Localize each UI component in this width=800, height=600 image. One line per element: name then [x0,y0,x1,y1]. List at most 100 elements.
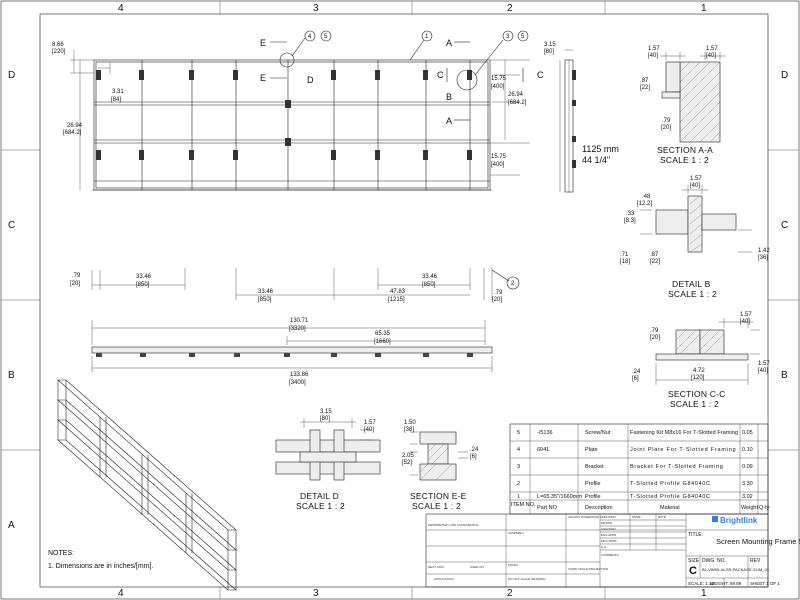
balloon-1: 1 [425,34,429,40]
cc-d5-mm: [120] [691,375,705,381]
cc-d2-mm: [20] [650,335,660,341]
bom-weight: 3.02 [742,494,753,500]
zone-3-bottom: 3 [313,588,319,599]
dim-span-4: 47.83 [390,289,406,295]
b-scale: SCALE 1 : 2 [668,289,717,299]
balloon-4: 4 [308,34,312,40]
bom-h-part: Part NO [537,505,558,511]
bom-item: 3 [517,464,520,470]
label-e-top: E [260,38,266,48]
cc-d3-mm: [40] [758,368,768,374]
ee-title: SECTION E-E [410,491,467,501]
label-e-bottom: E [260,73,266,83]
section-ee: 1.50 [38] 2.05 [52] .24 [6] SECTION E-E … [402,420,479,511]
bom-material: Joint Plate For T-Slotted Framing [630,447,736,453]
dim-span-2-mm: [850] [258,297,272,303]
drawing-title: Screen Mounting Frame 55' [716,537,800,546]
bom-item: 1 [517,494,520,500]
mfg-label: MFG APPR. [601,539,618,543]
rev-label: REV [750,558,761,564]
zone-2-bottom: 2 [507,588,513,599]
logo-text: Brightlink [720,516,758,525]
weight-value: WEIGHT: 69.89 [710,581,742,586]
zone-c-left: C [8,220,15,231]
bom-desc: Screw/Nut [585,430,611,436]
zone-3-top: 3 [313,3,319,14]
label-c-left: C [437,70,444,80]
b-d2: .48 [642,194,651,200]
bom-h-qty: Q-ty [759,505,770,511]
bom-material: Fastening Kit M8x16 For T-Slotted Framin… [630,430,738,436]
dim-bot-left: .79 [72,273,81,279]
bom-material: T-Slotted Profile G84040C [630,481,710,487]
ee-d1-mm: [38] [404,427,414,433]
section-cc: 1.57 [40] .79 [20] 1.57 [40] .24 [6] 4.7… [632,312,770,409]
zone-b-left: B [8,370,15,381]
top-total-b: 133.86 [290,372,309,378]
ee-scale: SCALE 1 : 2 [412,501,461,511]
cc-d5: 4.72 [693,368,705,374]
date-header: DATE [658,515,666,519]
dim-bot-right: .79 [494,290,503,296]
b-d5: .87 [650,252,659,258]
b-d2-mm: [12.2] [637,201,652,207]
ee-d1: 1.50 [404,420,416,426]
d-scale: SCALE 1 : 2 [296,501,345,511]
detail-d: 3.15 [80] 1.57 [40] DETAIL D SCALE 1 : 2 [275,409,381,511]
aa-d2-mm: [40] [706,53,716,59]
cc-d1-mm: [40] [740,319,750,325]
b-d5-mm: [22] [650,259,660,265]
bom-item: 4 [517,447,520,453]
aa-title: SECTION A-A [657,145,713,155]
eng-label: ENG APPR. [601,533,617,537]
balloon-3: 3 [506,34,510,40]
section-aa: 1.57 [40] 1.57 [40] .87 [22] .79 [20] SE… [640,46,725,165]
dim-span-4-mm: [1215] [388,297,405,303]
next-assy-label: NEXT ASSY [428,565,445,569]
bom-desc: Profile [585,494,601,500]
top-view: 130.71 [3320] 65.35 [1660] 133.86 [3400] [91,318,493,386]
dim-top-left-a-mm: [220] [52,49,66,55]
bom-material: Bracket For T-Slotted Framing [630,464,723,470]
bom-part: L=65.35"/1660mm [537,494,582,500]
bom-h-desc: Description [585,505,613,511]
d-d2: 1.57 [364,420,376,426]
dim-bot-left-mm: [20] [70,281,80,287]
detail-b: 1.57 [40] .48 [12.2] .33 [8.3] .71 [18] … [620,176,770,299]
aa-d2: 1.57 [706,46,718,52]
zone-1-bottom: 1 [701,588,707,599]
b-d3: .33 [626,211,635,217]
ee-d3: .24 [470,447,479,453]
label-d: D [307,75,314,85]
bom-desc: Profile [585,481,601,487]
cc-d1: 1.57 [740,312,752,318]
bom-part: 6041 [537,447,549,453]
dim-span-2: 33.46 [258,289,274,295]
checked-label: CHECKED [601,527,617,531]
bom-material: T-Slotted Profile G84040C [630,494,710,500]
bom-h-weight: Weight [741,505,758,511]
top-total-a: 130.71 [290,318,309,324]
dim-span-3-mm: [850] [422,282,436,288]
comments-label: COMMENTS: [601,553,619,557]
b-d1-mm: [40] [690,183,700,189]
notes-line-1: 1. Dimensions are in inches/[mm]. [48,563,153,570]
name-header: NAME [632,515,641,519]
notes-title: NOTES: [48,550,74,557]
bom-desc: Plate [585,447,598,453]
aa-d3: .87 [640,78,649,84]
zone-b-right: B [781,370,788,381]
projection-label: THIRD ANGLE PROJECTION [568,567,608,571]
finish-label: FINISH [508,563,518,567]
aa-d4: .79 [662,118,671,124]
dim-left-b-mm: [84] [111,97,121,103]
proprietary-label: PROPRIETARY AND CONFIDENTIAL [428,523,479,527]
zone-a-left: A [8,520,15,531]
dim-right-h-mm: [684.2] [508,100,527,106]
used-on-label: USED ON [470,565,484,569]
b-d3-mm: [8.3] [624,218,636,224]
dim-bot-right-mm: [20] [492,297,502,303]
